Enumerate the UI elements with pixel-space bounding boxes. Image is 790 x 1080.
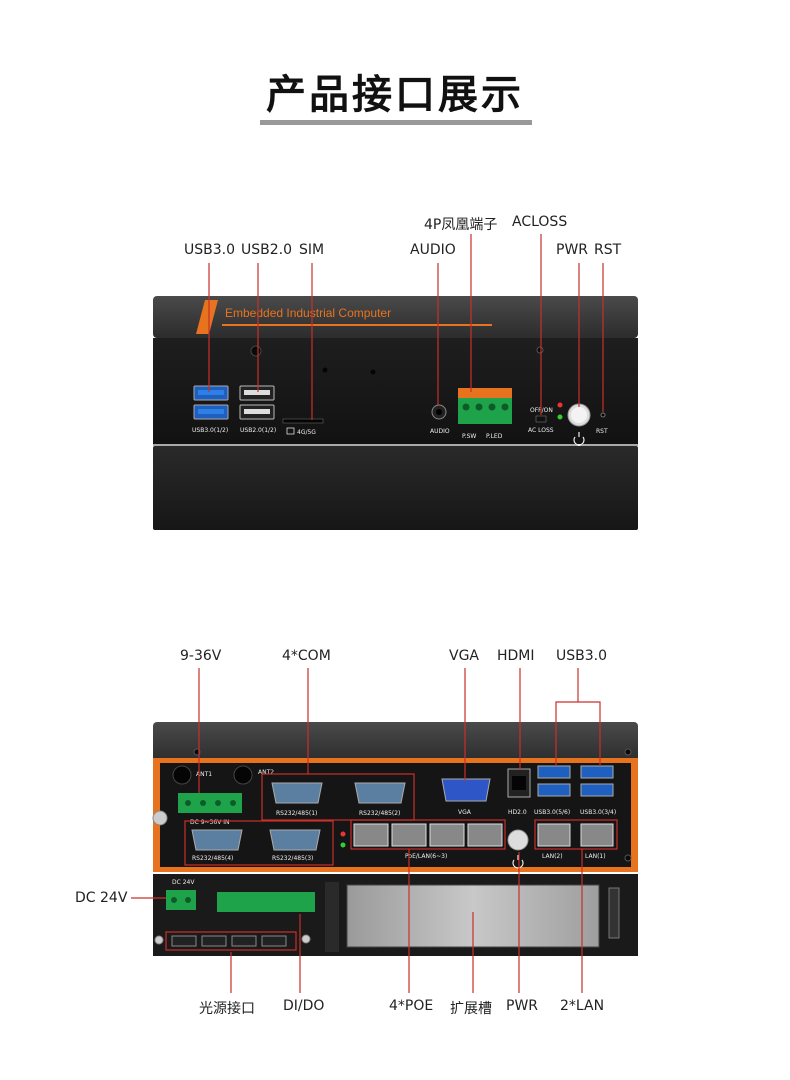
label-rst: RST xyxy=(594,242,622,258)
reset-button: RST xyxy=(596,412,608,435)
svg-text:P.SW: P.SW xyxy=(462,433,476,440)
label-pwr-front: PWR xyxy=(556,242,589,258)
label-usb30-front: USB3.0 xyxy=(184,242,236,258)
svg-text:4G/5G: 4G/5G xyxy=(297,429,316,436)
front-lower-module xyxy=(153,446,638,530)
audio-jack: AUDIO xyxy=(430,404,450,435)
front-leader-lines xyxy=(208,234,604,420)
rear-usb30-ports: USB3.0(5/6) USB3.0(3/4) xyxy=(534,765,616,816)
label-dc936: 9-36V xyxy=(180,648,222,664)
label-light: 光源接口 xyxy=(199,1001,255,1017)
label-slot: 扩展槽 xyxy=(450,1001,492,1017)
front-body xyxy=(153,338,638,444)
label-poe: 4*POE xyxy=(389,998,434,1014)
dc-936v-terminal: DC 9~36V IN xyxy=(178,793,242,826)
svg-text:USB3.0(3/4): USB3.0(3/4) xyxy=(580,809,616,816)
page-title: 产品接口展示 xyxy=(266,72,524,118)
svg-text:USB2.0(1/2): USB2.0(1/2) xyxy=(240,427,276,434)
poe-ports: PoE/LAN(6~3) xyxy=(353,823,503,860)
front-usb20-ports: USB2.0(1/2) xyxy=(239,385,276,434)
label-vga: VGA xyxy=(449,648,480,664)
phoenix-terminal: P.SW P.LED xyxy=(458,388,512,440)
lan-ports: LAN(2) LAN(1) xyxy=(537,823,614,860)
label-pwr-rear: PWR xyxy=(506,998,539,1014)
label-sim: SIM xyxy=(299,242,325,258)
label-phoenix: 4P凤凰端子 xyxy=(424,217,498,233)
label-dc24: DC 24V xyxy=(75,890,128,906)
sim-slot: 4G/5G xyxy=(282,418,324,436)
rear-leader-lines xyxy=(131,668,601,993)
label-usb30-rear: USB3.0 xyxy=(556,648,608,664)
svg-text:RST: RST xyxy=(596,428,608,435)
label-com: 4*COM xyxy=(282,648,331,664)
hdmi-port: HD2.0 xyxy=(507,768,531,816)
dc-24v-terminal: DC 24V xyxy=(166,879,196,910)
com-ports: RS232/485(1) RS232/485(2) RS232/485(4) R… xyxy=(191,782,406,862)
label-acloss: ACLOSS xyxy=(512,214,568,230)
svg-text:PoE/LAN(6~3): PoE/LAN(6~3) xyxy=(405,853,447,860)
svg-text:RS232/485(2): RS232/485(2) xyxy=(359,810,400,817)
svg-text:ANT1: ANT1 xyxy=(196,771,212,778)
svg-text:DC 9~36V IN: DC 9~36V IN xyxy=(190,819,229,826)
svg-text:ANT2: ANT2 xyxy=(258,769,274,776)
svg-text:P.LED: P.LED xyxy=(486,433,503,440)
title-underline xyxy=(260,120,532,125)
front-top-lid: Embedded Industrial Computer xyxy=(153,296,638,338)
light-source-ports xyxy=(165,931,297,951)
power-button-rear xyxy=(507,829,529,869)
front-usb30-ports: USB3.0(1/2) xyxy=(192,385,229,434)
label-usb20-front: USB2.0 xyxy=(241,242,293,258)
svg-text:RS232/485(4): RS232/485(4) xyxy=(192,855,233,862)
brand-text: Embedded Industrial Computer xyxy=(225,306,391,320)
svg-text:LAN(1): LAN(1) xyxy=(585,853,606,860)
label-dido: DI/DO xyxy=(283,998,325,1014)
svg-text:RS232/485(1): RS232/485(1) xyxy=(276,810,317,817)
svg-text:USB3.0(5/6): USB3.0(5/6) xyxy=(534,809,570,816)
dido-terminal xyxy=(217,892,315,912)
svg-text:HD2.0: HD2.0 xyxy=(508,809,527,816)
svg-text:LAN(2): LAN(2) xyxy=(542,853,563,860)
power-button-front xyxy=(567,403,591,446)
svg-text:AUDIO: AUDIO xyxy=(430,428,450,435)
label-hdmi: HDMI xyxy=(497,648,535,664)
svg-text:USB3.0(1/2): USB3.0(1/2) xyxy=(192,427,228,434)
svg-text:DC 24V: DC 24V xyxy=(172,879,195,886)
svg-text:AC LOSS: AC LOSS xyxy=(528,427,554,434)
svg-text:RS232/485(3): RS232/485(3) xyxy=(272,855,313,862)
svg-text:VGA: VGA xyxy=(458,809,472,816)
rear-top xyxy=(153,722,638,762)
label-audio: AUDIO xyxy=(410,242,456,258)
vga-port: VGA xyxy=(441,778,491,816)
label-lan: 2*LAN xyxy=(560,998,605,1014)
